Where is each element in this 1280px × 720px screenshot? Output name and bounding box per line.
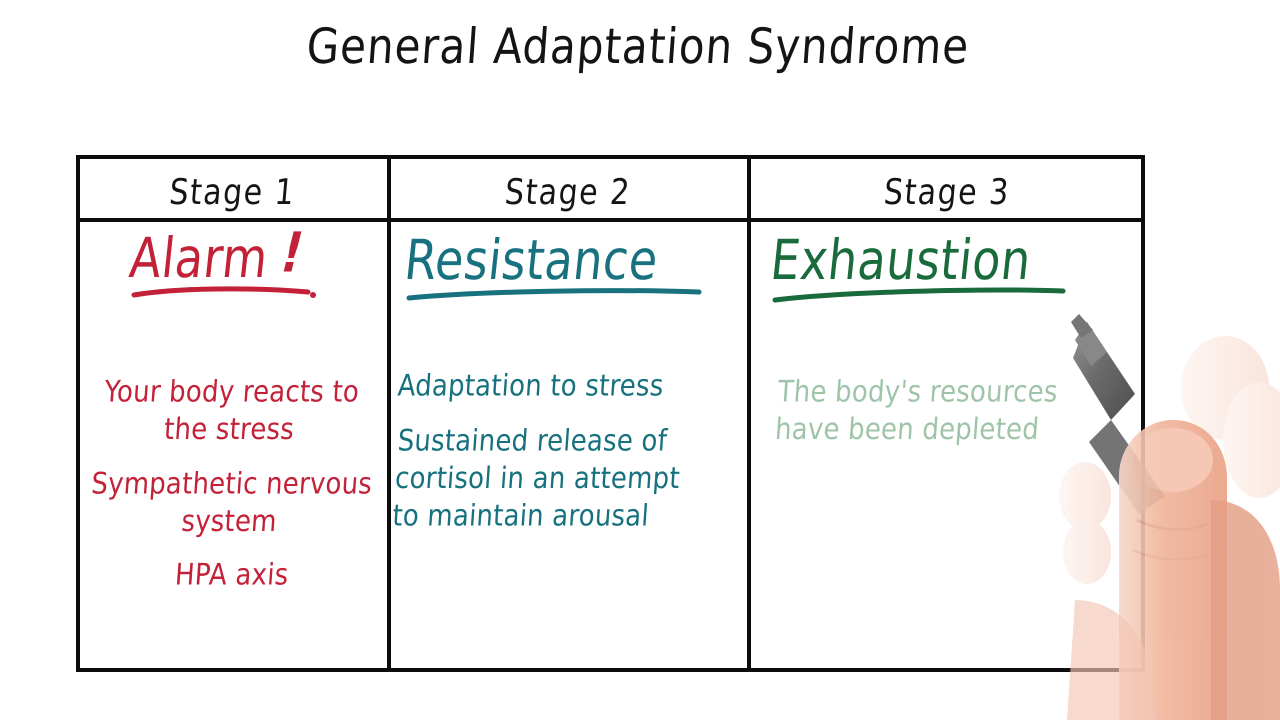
stage-heading-group-3: Exhaustion [768, 228, 1071, 304]
stage-heading-group-2: Resistance [402, 228, 705, 302]
note-line: Adaptation to stress [396, 369, 665, 404]
page-title: General Adaptation Syndrome [304, 18, 972, 75]
column-divider-2 [747, 155, 751, 672]
underline-stroke-2 [406, 288, 702, 301]
note-line: HPA axis [173, 558, 290, 593]
stage-heading-group-1: Alarm ! [127, 222, 320, 300]
column-divider-1 [387, 155, 391, 672]
stage-notes-3: The body's resources have been depleted [774, 374, 1119, 447]
stage-notes-1: Your body reacts to the stress Sympathet… [90, 374, 374, 592]
table-header-stage-1: Stage 1 [167, 171, 298, 213]
stage-table-frame [76, 155, 1145, 672]
note-line: Sympathetic nervous system [90, 466, 374, 539]
header-row-divider [76, 218, 1145, 222]
note-line: Your body reacts to the stress [103, 375, 361, 447]
exclamation-mark-icon: ! [274, 221, 311, 286]
stage-heading-exhaustion: Exhaustion [767, 227, 1035, 293]
table-header-stage-3: Stage 3 [882, 171, 1012, 213]
underline-stroke-3 [772, 287, 1066, 303]
table-column-stage-2: Resistance Adaptation to stress Sustaine… [391, 228, 745, 668]
note-line: The body's resources have been depleted [773, 375, 1059, 447]
stage-notes-2: Adaptation to stress Sustained release o… [391, 368, 737, 533]
table-column-stage-3: Exhaustion The body's resources have bee… [751, 228, 1143, 668]
table-header-stage-2: Stage 2 [503, 171, 633, 213]
underline-stroke-1 [131, 286, 316, 299]
table-column-stage-1: Alarm ! Your body reacts to the stress S… [80, 222, 385, 668]
stage-heading-resistance: Resistance [401, 227, 662, 293]
stage-heading-alarm: Alarm [126, 225, 272, 291]
note-line: Sustained release of cortisol in an atte… [391, 423, 681, 533]
